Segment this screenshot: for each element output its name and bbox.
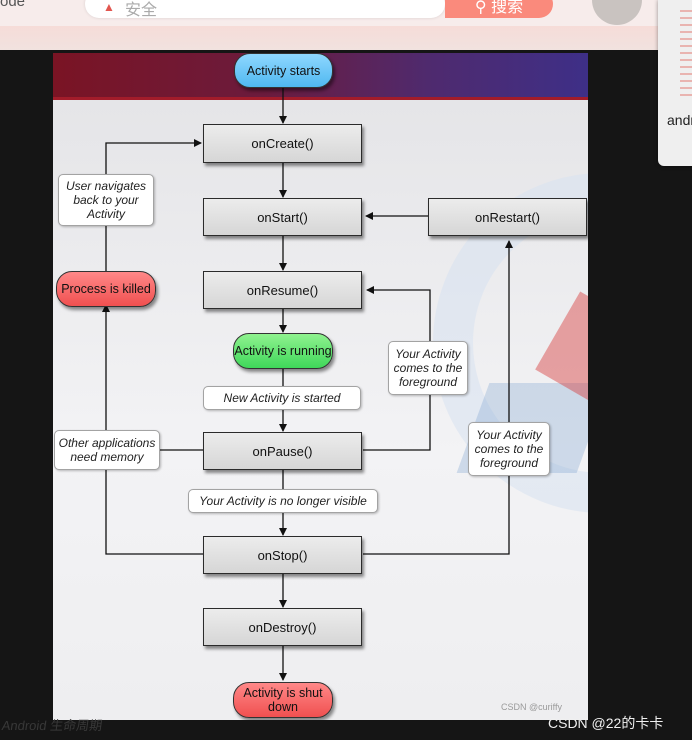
- note-no-longer-visible: Your Activity is no longer visible: [188, 489, 378, 513]
- activity-lifecycle-diagram: Activity starts onCreate() onStart() onR…: [53, 53, 588, 720]
- node-activity-starts: Activity starts: [234, 53, 333, 88]
- node-on-create: onCreate(): [203, 124, 362, 163]
- note-user-navigates-back: User navigates back to your Activity: [58, 174, 154, 226]
- arrow-killed-to-create: [105, 139, 202, 278]
- node-activity-shut-down: Activity is shut down: [233, 682, 333, 718]
- side-panel-text: andr: [667, 112, 692, 128]
- note-foreground-restart: Your Activity comes to the foreground: [468, 422, 550, 476]
- note-new-activity-started: New Activity is started: [203, 386, 361, 410]
- search-placeholder: 安全: [125, 2, 158, 19]
- node-process-killed: Process is killed: [56, 271, 156, 307]
- node-on-pause: onPause(): [203, 432, 362, 470]
- node-on-resume: onResume(): [203, 271, 362, 309]
- diagram-header-line: [53, 97, 588, 100]
- flame-icon: ▲: [103, 0, 115, 14]
- top-strip: [0, 26, 692, 50]
- footer-left-text: Android 生命周期: [0, 718, 104, 733]
- csdn-watermark: CSDN @22的卡卡: [548, 715, 664, 731]
- diagram-watermark: CSDN @curiffy: [501, 702, 562, 712]
- node-on-start: onStart(): [203, 198, 362, 236]
- search-button-label: 搜索: [491, 0, 524, 16]
- note-foreground-resume: Your Activity comes to the foreground: [388, 341, 468, 395]
- arrow-stop-to-killed: [102, 304, 203, 555]
- node-on-restart: onRestart(): [428, 198, 587, 236]
- node-on-stop: onStop(): [203, 536, 362, 574]
- avatar[interactable]: [592, 0, 642, 25]
- top-bar: ode ▲ 安全 ⚲ 搜索: [0, 0, 692, 50]
- node-on-destroy: onDestroy(): [203, 608, 362, 646]
- search-button[interactable]: ⚲ 搜索: [445, 0, 553, 18]
- top-left-text: ode: [0, 0, 26, 10]
- search-input[interactable]: ▲ 安全: [85, 0, 445, 19]
- search-icon: ⚲: [474, 0, 487, 16]
- side-panel-thumbnail: [680, 10, 692, 100]
- side-panel[interactable]: andr: [658, 0, 692, 166]
- arrow-stop-to-restart: [363, 240, 513, 555]
- node-activity-running: Activity is running: [233, 333, 333, 369]
- note-other-apps-need-memory: Other applications need memory: [54, 430, 160, 470]
